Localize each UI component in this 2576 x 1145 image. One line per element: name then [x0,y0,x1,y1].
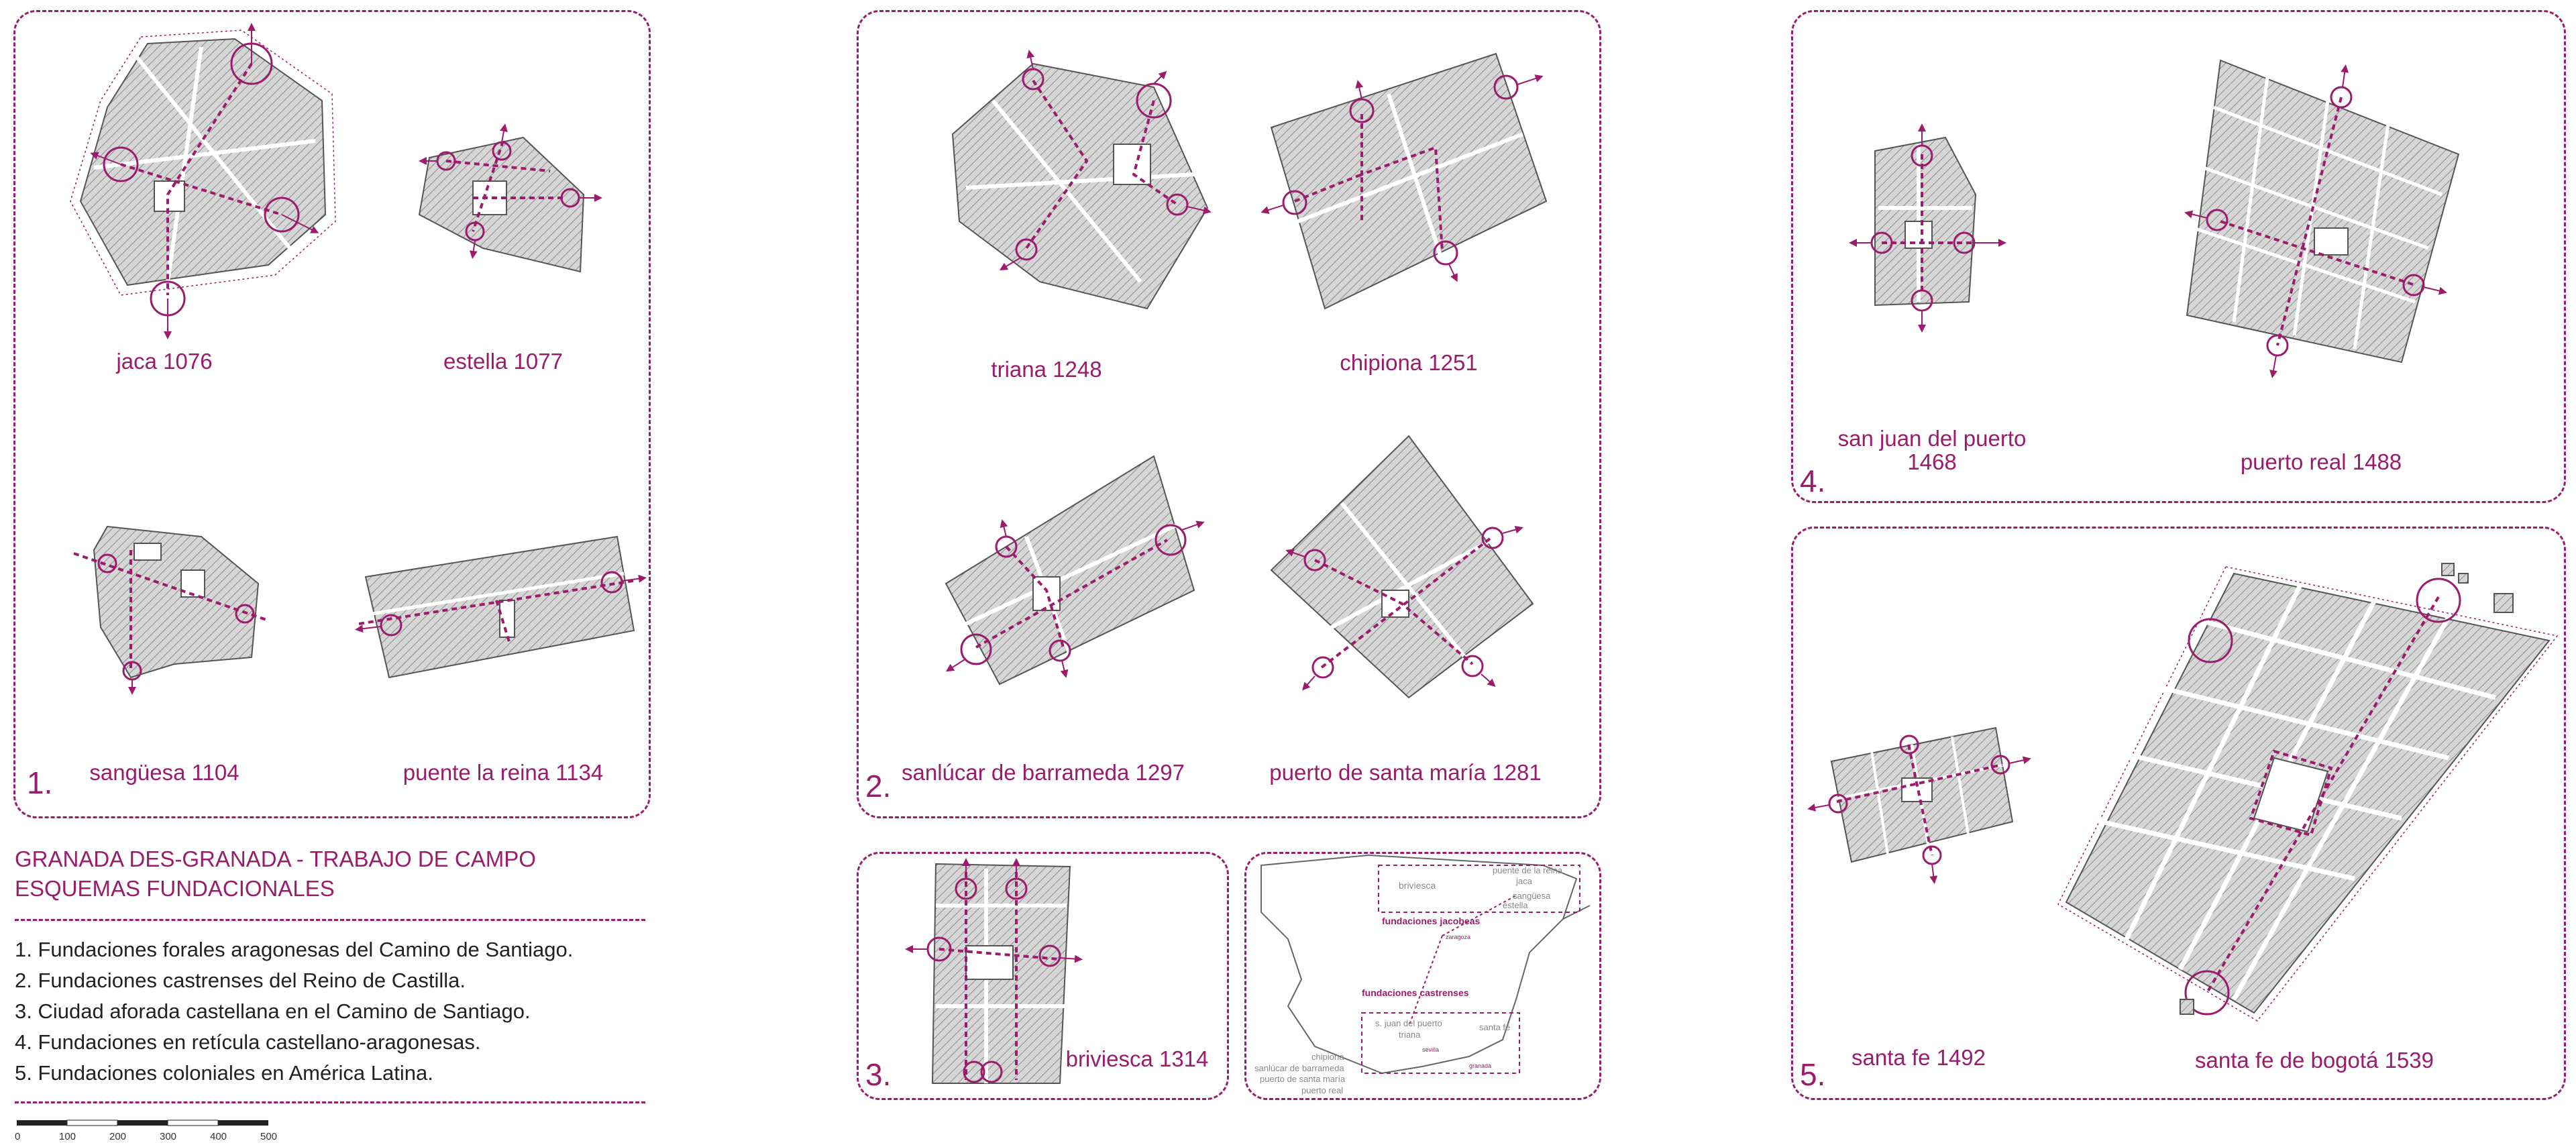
label-sanguesa: sangüesa 1104 [89,760,239,785]
divider-top [15,919,645,921]
label-santa-fe-bogota: santa fe de bogotá 1539 [2195,1048,2434,1073]
map-sanguesa [73,525,269,695]
inset-town-jaca: jaca [1515,876,1533,886]
panel-2-number: 2. [865,769,892,804]
heading-line-2: ESQUEMAS FUNDACIONALES [15,876,335,901]
legend-item-2: 2. Fundaciones castrenses del Reino de C… [15,969,466,992]
map-puerto-real [2184,59,2460,378]
legend-item-4: 4. Fundaciones en retícula castellano-ar… [15,1030,481,1054]
map-san-juan-del-puerto [1849,123,2006,333]
map-triana [951,50,1212,310]
inset-town-briviesca: briviesca [1399,880,1436,891]
panel-1-number: 1. [27,765,53,800]
inset-town-zaragoza: zaragoza [1446,934,1470,940]
inset-town-estella: estella [1503,900,1528,910]
map-puerto-santa-maria [1270,435,1534,699]
inset-town-sanguesa: sangüesa [1513,891,1551,901]
map-jaca [70,23,336,339]
map-chipiona [1260,52,1548,310]
scale-tick-300: 300 [160,1131,177,1142]
panel-4-number: 4. [1800,464,1826,498]
map-estella [418,123,602,273]
inset-map-frame [1244,852,1601,1100]
inset-group-jacobeas: fundaciones jacobeas [1382,916,1480,926]
label-sanlucar: sanlúcar de barrameda 1297 [902,760,1185,785]
panel-5-frame [1791,527,2566,1100]
heading-line-1: GRANADA DES-GRANADA - TRABAJO DE CAMPO [15,847,536,871]
inset-town-sevilla: sevilla [1422,1046,1439,1053]
label-puerto-real: puerto real 1488 [2240,449,2402,474]
label-puente-la-reina: puente la reina 1134 [402,760,604,785]
inset-town-puerto-real: puerto real [1301,1085,1343,1095]
label-chipiona: chipiona 1251 [1340,350,1478,375]
legend-item-3: 3. Ciudad aforada castellana en el Camin… [15,999,531,1023]
inset-town-s-juan-del-puerto: s. juan del puerto [1375,1018,1442,1028]
inset-town-chipiona: chipiona [1311,1052,1344,1062]
map-puente-la-reina [355,535,647,679]
inset-town-puerto-santa-maria: puerto de santa maría [1260,1074,1346,1084]
scale-bar [17,1120,268,1126]
label-triana: triana 1248 [991,357,1102,382]
map-santa-fe-bogota [2057,563,2559,1022]
panel-5-number: 5. [1800,1057,1826,1092]
inset-town-puente-de-la-reina: puente de la reina [1493,865,1563,875]
label-jaca: jaca 1076 [116,349,213,374]
map-santa-fe [1807,726,2031,884]
inset-town-granada: granada [1469,1062,1491,1069]
inset-map-iberia: briviesca puente de la reina jaca sangüe… [1254,854,1591,1095]
label-estella: estella 1077 [443,349,563,374]
label-san-juan-del-puerto: san juan del puerto [1837,426,2027,451]
label-puerto-santa-maria: puerto de santa maría 1281 [1269,760,1542,785]
map-briviesca [905,858,1083,1084]
scale-tick-200: 200 [109,1131,127,1142]
inset-town-triana: triana [1399,1030,1421,1040]
label-santa-fe: santa fe 1492 [1851,1045,1986,1070]
inset-town-sanlucar: sanlúcar de barrameda [1254,1063,1344,1073]
map-sanlucar [945,455,1205,686]
inset-group-castrenses: fundaciones castrenses [1362,987,1469,998]
label-briviesca: briviesca 1314 [1065,1046,1209,1071]
panel-3-number: 3. [865,1057,892,1092]
label-san-juan-del-puerto-year: 1468 [1907,449,1957,474]
scale-tick-0: 0 [15,1131,21,1142]
scale-tick-100: 100 [59,1131,76,1142]
panel-3-frame [857,852,1229,1100]
legend-item-5: 5. Fundaciones coloniales en América Lat… [15,1061,433,1085]
panel-1-frame [13,10,651,818]
panel-2-frame [857,10,1601,818]
legend-item-1: 1. Fundaciones forales aragonesas del Ca… [15,938,574,961]
inset-town-santa-fe: santa fe [1479,1022,1510,1032]
scale-tick-500: 500 [260,1131,278,1142]
divider-bottom [15,1101,645,1103]
panel-4-frame [1791,10,2566,503]
scale-tick-400: 400 [210,1131,227,1142]
